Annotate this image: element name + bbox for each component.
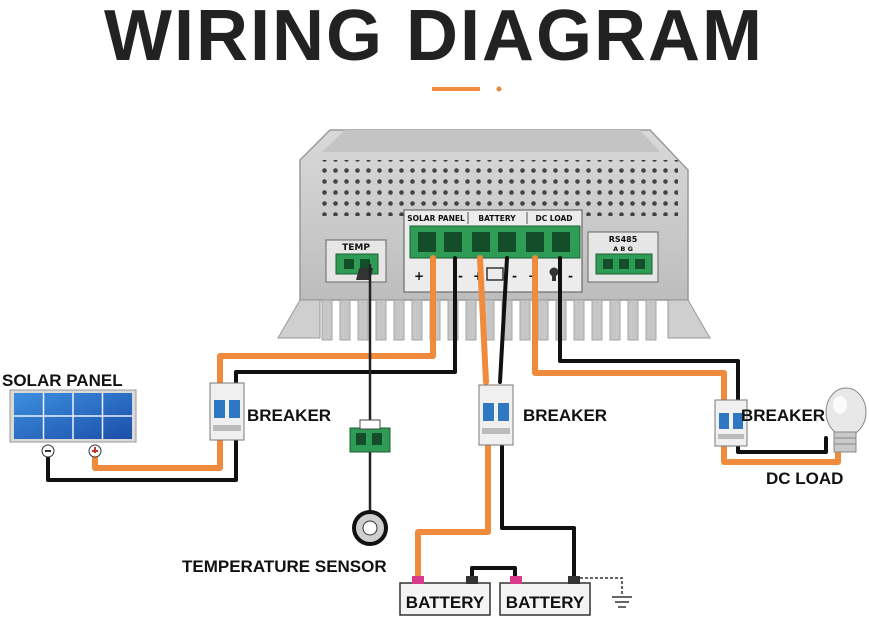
temperature-sensor-label: TEMPERATURE SENSOR (182, 557, 387, 576)
battery-negative-wire-lower (500, 443, 576, 579)
load-positive-wire-lower (721, 442, 841, 465)
page-title: WIRING DIAGRAM (104, 0, 764, 76)
breaker-solar-label: BREAKER (247, 406, 331, 425)
solar-panel-port-label: SOLAR PANEL (407, 214, 465, 223)
battery-icon (399, 576, 491, 616)
light-bulb-icon (825, 387, 867, 453)
battery-2-label: BATTERY (506, 593, 585, 612)
breaker-icon (714, 399, 748, 447)
title-dot (496, 86, 502, 92)
breaker-load-label: BREAKER (741, 406, 825, 425)
battery-positive-wire-lower (415, 442, 491, 580)
solar-negative-wire-lower (46, 438, 238, 482)
rs485-port-label: RS485 (609, 235, 638, 244)
battery-icon (499, 576, 591, 616)
solar-positive-wire-lower (92, 437, 223, 471)
battery-minus-sign: - (512, 269, 517, 283)
dc-load-port-label: DC LOAD (535, 214, 572, 223)
solar-panel-label: SOLAR PANEL (2, 371, 123, 390)
battery-port-label: BATTERY (478, 214, 516, 223)
dc-load-label: DC LOAD (766, 469, 843, 488)
load-positive-wire-upper (532, 255, 727, 403)
solar-positive-wire-upper (217, 255, 436, 388)
ground-icon (580, 577, 632, 608)
battery-positive-wire-upper (477, 255, 489, 385)
load-negative-wire-upper (558, 256, 740, 402)
battery-1-label: BATTERY (406, 593, 485, 612)
rs485-pins-label: A B G (613, 245, 633, 253)
solar-plus-sign: + (414, 269, 424, 283)
breaker-battery-label: BREAKER (523, 406, 607, 425)
battery-symbol-icon (486, 267, 504, 281)
temp-port: TEMP (325, 239, 387, 283)
breaker-icon (478, 384, 514, 446)
load-negative-wire-lower (736, 436, 828, 454)
temperature-sensor-icon (349, 419, 391, 546)
battery-negative-wire-upper (498, 256, 509, 384)
solar-negative-wire-upper (234, 256, 457, 387)
rs485-port: RS485 A B G (587, 231, 659, 283)
battery-series-link (470, 566, 517, 579)
temp-port-label: TEMP (342, 243, 370, 253)
bulb-symbol-icon (549, 267, 559, 281)
load-minus-sign: - (568, 269, 573, 283)
solar-minus-sign: - (458, 269, 463, 283)
solar-panel-icon (9, 389, 137, 458)
breaker-icon (209, 382, 245, 441)
